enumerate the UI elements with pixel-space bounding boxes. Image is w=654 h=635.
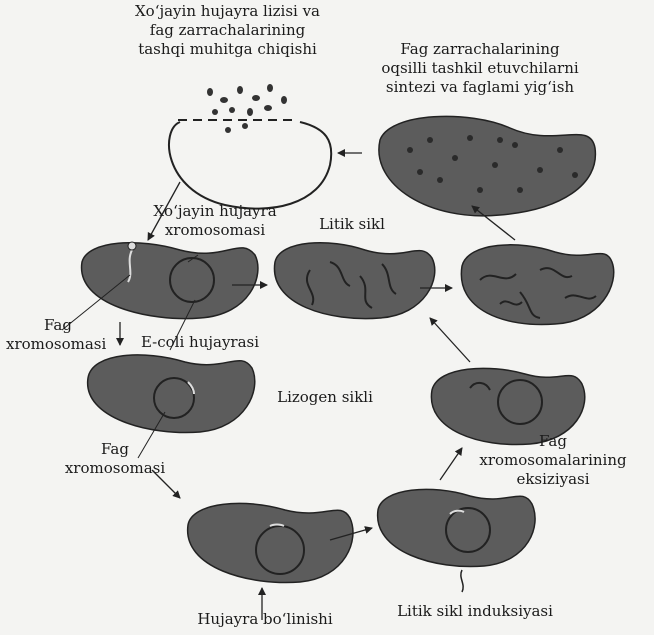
lysis-label: Xo‘jayin hujayra lizisi va fag zarrachal…	[110, 2, 345, 59]
induced-cell	[378, 489, 535, 592]
ecoli-cell-label: E-coli hujayrasi	[135, 333, 265, 352]
host-chromosome-label: Xo‘jayin hujayra xromosomasi	[140, 202, 290, 240]
excision-label-line: xromosomalarining	[478, 451, 628, 470]
lysogenic-cell	[88, 355, 255, 433]
dividing-cell	[188, 503, 353, 582]
synthesis-label-line: oqsilli tashkil etuvchilarni	[355, 59, 605, 78]
lysed-cell	[169, 120, 331, 209]
cell-division-label: Hujayra bo‘linishi	[185, 610, 345, 629]
excision-label-line: Fag	[478, 432, 628, 451]
excision-label: Fag xromosomalarining eksiziyasi	[478, 432, 628, 489]
infected-ecoli-cell	[82, 242, 258, 319]
phage-chromosome-label-line: Fag	[55, 440, 175, 459]
phage-chromosome-label-line: xromosomasi	[6, 335, 106, 354]
lysis-label-line: Xo‘jayin hujayra lizisi va	[110, 2, 345, 21]
synthesis-cell	[379, 116, 596, 216]
lysis-label-line: fag zarrachalarining	[110, 21, 345, 40]
phage-dna-replicated-cell	[461, 245, 613, 325]
phage-chromosome-label-1: Fag xromosomasi	[6, 316, 106, 354]
synthesis-label-line: sintezi va faglami yig‘ish	[355, 78, 605, 97]
lysis-label-line: tashqi muhitga chiqishi	[110, 40, 345, 59]
phage-chromosome-label-line: xromosomasi	[55, 459, 175, 478]
lytic-replication-cell	[274, 243, 434, 319]
excision-label-line: eksiziyasi	[478, 470, 628, 489]
synthesis-label: Fag zarrachalarining oqsilli tashkil etu…	[355, 40, 605, 97]
lysogenic-cycle-label: Lizogen sikli	[270, 388, 380, 407]
host-chromosome-label-line: Xo‘jayin hujayra	[140, 202, 290, 221]
phage-chromosome-label-2: Fag xromosomasi	[55, 440, 175, 478]
lytic-induction-label: Litik sikl induksiyasi	[380, 602, 570, 621]
lytic-cycle-label: Litik sikl	[312, 215, 392, 234]
host-chromosome-label-line: xromosomasi	[140, 221, 290, 240]
released-phage-particles	[207, 84, 287, 133]
phage-chromosome-label-line: Fag	[6, 316, 106, 335]
synthesis-label-line: Fag zarrachalarining	[355, 40, 605, 59]
